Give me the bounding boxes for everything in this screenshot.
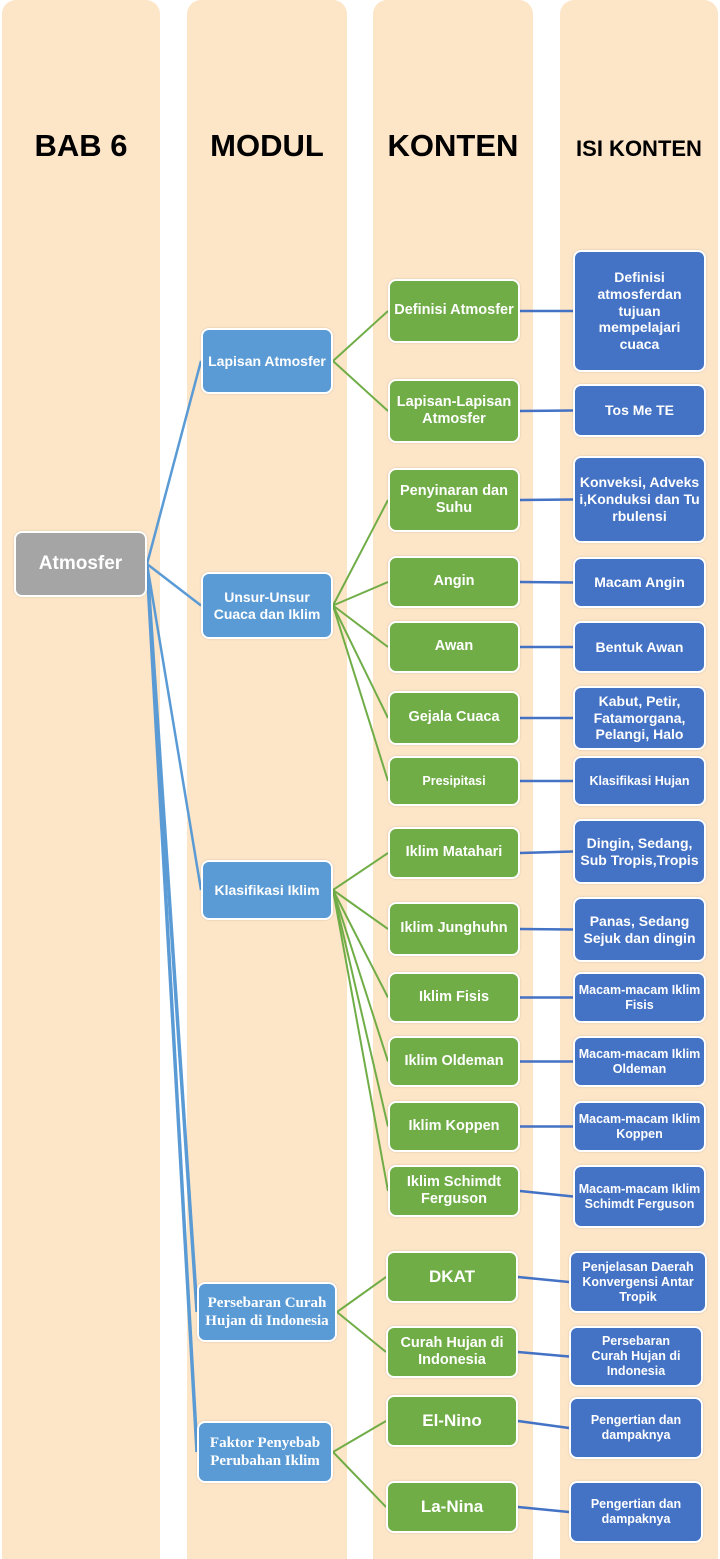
header-isi-konten: ISI KONTEN bbox=[576, 136, 702, 161]
isi-konten-node[interactable]: Penjelasan Daerah Konvergensi Antar Trop… bbox=[569, 1251, 707, 1313]
modul-konten-connector bbox=[332, 581, 389, 607]
isi-konten-node[interactable]: Macam-macam Iklim Schimdt Ferguson bbox=[573, 1165, 706, 1228]
modul-konten-connector bbox=[332, 852, 389, 891]
isi-konten-node[interactable]: Kabut, Petir, Fatamorgana, Pelangi, Halo bbox=[573, 686, 706, 750]
konten-node[interactable]: Angin bbox=[388, 556, 520, 608]
isi-konten-node[interactable]: Pengertian dan dampaknya bbox=[569, 1481, 703, 1543]
modul-konten-connector bbox=[332, 605, 389, 782]
modul-konten-connector bbox=[332, 889, 389, 1062]
isi-konten-node[interactable]: Macam-macam Iklim Oldeman bbox=[573, 1036, 706, 1087]
isi-konten-node[interactable]: Macam-macam Iklim Koppen bbox=[573, 1101, 706, 1152]
isi-konten-node[interactable]: Persebaran Curah Hujan di Indonesia bbox=[569, 1326, 703, 1387]
isi-konten-node[interactable]: Tos Me TE bbox=[573, 384, 706, 437]
modul-konten-connector bbox=[332, 360, 389, 412]
modul-node[interactable]: Lapisan Atmosfer bbox=[201, 328, 333, 394]
konten-node[interactable]: Definisi Atmosfer bbox=[388, 279, 520, 343]
modul-konten-connector bbox=[332, 499, 389, 606]
konten-isi-connector bbox=[519, 580, 574, 584]
modul-konten-connector bbox=[332, 1451, 387, 1508]
isi-konten-node[interactable]: Definisi atmosferdan tujuan mempelajari … bbox=[573, 250, 706, 372]
konten-node[interactable]: Iklim Fisis bbox=[388, 972, 520, 1023]
column-bab bbox=[2, 0, 160, 1559]
modul-konten-connector bbox=[332, 310, 389, 362]
modul-konten-connector bbox=[332, 605, 389, 719]
isi-konten-node[interactable]: Panas, Sedang Sejuk dan dingin bbox=[573, 897, 706, 962]
modul-konten-connector bbox=[332, 889, 389, 1127]
konten-node[interactable]: Iklim Oldeman bbox=[388, 1036, 520, 1087]
root-modul-connector bbox=[145, 563, 203, 891]
modul-konten-connector bbox=[336, 1311, 387, 1353]
modul-node[interactable]: Klasifikasi Iklim bbox=[201, 860, 333, 920]
konten-node[interactable]: Lapisan-Lapisan Atmosfer bbox=[388, 379, 520, 443]
konten-isi-connector bbox=[517, 1350, 570, 1358]
konten-node[interactable]: Curah Hujan di Indonesia bbox=[386, 1326, 518, 1378]
root-modul-connector bbox=[145, 563, 199, 1453]
isi-konten-node[interactable]: Klasifikasi Hujan bbox=[573, 756, 706, 806]
isi-konten-node[interactable]: Dingin, Sedang, Sub Tropis,Tropis bbox=[573, 819, 706, 884]
konten-isi-connector bbox=[517, 1275, 570, 1284]
konten-node[interactable]: DKAT bbox=[386, 1251, 518, 1303]
konten-isi-connector bbox=[517, 1419, 570, 1430]
konten-isi-connector bbox=[519, 927, 574, 931]
isi-konten-node[interactable]: Pengertian dan dampaknya bbox=[569, 1397, 703, 1459]
konten-isi-connector bbox=[519, 498, 574, 502]
konten-isi-connector bbox=[519, 850, 574, 855]
modul-konten-connector bbox=[332, 889, 389, 998]
konten-node[interactable]: Awan bbox=[388, 621, 520, 673]
isi-konten-node[interactable]: Konveksi, Adveksi,Konduksi dan Turbulens… bbox=[573, 456, 706, 543]
konten-node[interactable]: Penyinaran dan Suhu bbox=[388, 468, 520, 532]
modul-node[interactable]: Persebaran Curah Hujan di Indonesia bbox=[197, 1282, 337, 1342]
isi-konten-node[interactable]: Macam-macam Iklim Fisis bbox=[573, 972, 706, 1023]
konten-node[interactable]: Gejala Cuaca bbox=[388, 691, 520, 745]
konten-node[interactable]: El-Nino bbox=[386, 1395, 518, 1447]
modul-konten-connector bbox=[332, 889, 389, 1192]
konten-node[interactable]: Iklim Matahari bbox=[388, 827, 520, 879]
isi-konten-node[interactable]: Bentuk Awan bbox=[573, 621, 706, 673]
modul-konten-connector bbox=[332, 889, 389, 930]
konten-node[interactable]: Iklim Junghuhn bbox=[388, 902, 520, 956]
modul-konten-connector bbox=[332, 1420, 387, 1453]
root-modul-connector bbox=[145, 360, 203, 565]
root-node[interactable]: Atmosfer bbox=[14, 531, 147, 597]
modul-node[interactable]: Faktor Penyebab Perubahan Iklim bbox=[197, 1421, 333, 1483]
header-modul: MODUL bbox=[210, 128, 324, 163]
modul-konten-connector bbox=[332, 604, 389, 648]
konten-isi-connector bbox=[519, 409, 574, 413]
konten-isi-connector bbox=[519, 1189, 574, 1198]
header-konten: KONTEN bbox=[387, 128, 519, 163]
root-modul-connector bbox=[146, 563, 202, 607]
isi-konten-node[interactable]: Macam Angin bbox=[573, 557, 706, 608]
konten-isi-connector bbox=[517, 1505, 570, 1514]
konten-node[interactable]: Presipitasi bbox=[388, 756, 520, 806]
modul-konten-connector bbox=[336, 1276, 387, 1313]
konten-node[interactable]: La-Nina bbox=[386, 1481, 518, 1533]
konten-node[interactable]: Iklim Schimdt Ferguson bbox=[388, 1165, 520, 1217]
konten-node[interactable]: Iklim Koppen bbox=[388, 1101, 520, 1152]
header-bab: BAB 6 bbox=[34, 128, 128, 163]
modul-node[interactable]: Unsur-Unsur Cuaca dan Iklim bbox=[201, 572, 333, 639]
